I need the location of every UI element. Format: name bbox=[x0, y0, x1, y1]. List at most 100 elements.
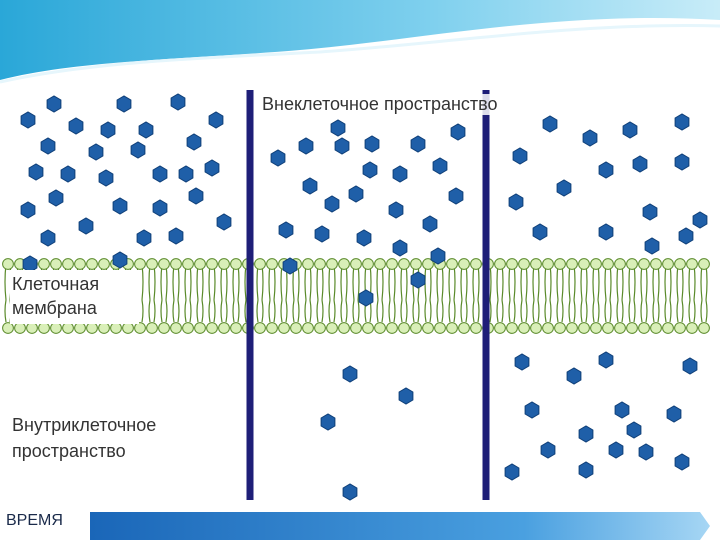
molecule bbox=[532, 223, 548, 241]
lipid bbox=[254, 258, 266, 334]
lipid bbox=[554, 258, 566, 334]
lipid bbox=[62, 258, 74, 334]
intracellular-label: Внутриклеточное пространство bbox=[12, 412, 156, 464]
lipid bbox=[194, 258, 206, 334]
molecule bbox=[358, 289, 374, 307]
lipid bbox=[530, 258, 542, 334]
molecules-layer bbox=[20, 93, 708, 501]
lipid bbox=[410, 258, 422, 334]
molecule bbox=[422, 215, 438, 233]
molecule bbox=[40, 137, 56, 155]
lipid bbox=[170, 258, 182, 334]
molecule bbox=[168, 227, 184, 245]
lipid bbox=[266, 258, 278, 334]
lipid bbox=[386, 258, 398, 334]
molecule bbox=[504, 463, 520, 481]
molecule bbox=[136, 229, 152, 247]
molecule bbox=[632, 155, 648, 173]
lipid bbox=[458, 258, 470, 334]
molecule bbox=[678, 227, 694, 245]
molecule bbox=[186, 133, 202, 151]
lipid bbox=[506, 258, 518, 334]
molecule bbox=[88, 143, 104, 161]
molecule bbox=[692, 211, 708, 229]
molecule bbox=[130, 141, 146, 159]
lipid bbox=[146, 258, 158, 334]
lipid bbox=[590, 258, 602, 334]
molecule bbox=[152, 165, 168, 183]
molecule bbox=[566, 367, 582, 385]
molecule bbox=[68, 117, 84, 135]
molecule bbox=[450, 123, 466, 141]
molecule bbox=[432, 157, 448, 175]
molecule bbox=[638, 443, 654, 461]
lipid bbox=[566, 258, 578, 334]
lipid bbox=[434, 258, 446, 334]
molecule bbox=[278, 221, 294, 239]
molecule bbox=[614, 401, 630, 419]
molecule bbox=[410, 271, 426, 289]
molecule bbox=[20, 111, 36, 129]
molecule bbox=[116, 95, 132, 113]
molecule bbox=[356, 229, 372, 247]
molecule bbox=[208, 111, 224, 129]
molecule bbox=[644, 237, 660, 255]
molecule bbox=[178, 165, 194, 183]
time-label: ВРЕМЯ bbox=[6, 512, 63, 529]
lipid bbox=[206, 258, 218, 334]
lipid bbox=[626, 258, 638, 334]
molecule bbox=[314, 225, 330, 243]
lipid bbox=[650, 258, 662, 334]
molecule bbox=[330, 119, 346, 137]
molecule bbox=[40, 229, 56, 247]
molecule bbox=[598, 161, 614, 179]
molecule bbox=[204, 159, 220, 177]
lipid bbox=[350, 258, 362, 334]
time-arrow bbox=[90, 512, 710, 540]
molecule bbox=[188, 187, 204, 205]
molecule bbox=[674, 153, 690, 171]
molecule bbox=[348, 185, 364, 203]
lipid bbox=[518, 258, 530, 334]
molecule bbox=[298, 137, 314, 155]
lipid bbox=[638, 258, 650, 334]
lipid bbox=[494, 258, 506, 334]
molecule bbox=[320, 413, 336, 431]
molecule bbox=[430, 247, 446, 265]
lipid bbox=[338, 258, 350, 334]
lipid bbox=[686, 258, 698, 334]
molecule bbox=[334, 137, 350, 155]
molecule bbox=[674, 453, 690, 471]
molecule bbox=[270, 149, 286, 167]
molecule bbox=[540, 441, 556, 459]
lipid bbox=[422, 258, 434, 334]
molecule bbox=[282, 257, 298, 275]
molecule bbox=[100, 121, 116, 139]
molecule bbox=[542, 115, 558, 133]
molecule bbox=[582, 129, 598, 147]
lipid bbox=[182, 258, 194, 334]
molecule bbox=[392, 239, 408, 257]
molecule bbox=[508, 193, 524, 211]
molecule bbox=[48, 189, 64, 207]
molecule bbox=[216, 213, 232, 231]
molecule bbox=[598, 223, 614, 241]
lipid bbox=[470, 258, 482, 334]
molecule bbox=[642, 203, 658, 221]
lipid bbox=[578, 258, 590, 334]
molecule bbox=[170, 93, 186, 111]
lipid bbox=[374, 258, 386, 334]
molecule bbox=[556, 179, 572, 197]
membrane-label-line2: мембрана bbox=[12, 298, 97, 318]
lipid bbox=[698, 258, 710, 334]
molecule bbox=[362, 161, 378, 179]
molecule bbox=[28, 163, 44, 181]
extracellular-label: Внеклеточное пространство bbox=[260, 94, 500, 115]
molecule bbox=[342, 365, 358, 383]
lipid bbox=[302, 258, 314, 334]
lipid bbox=[662, 258, 674, 334]
molecule bbox=[392, 165, 408, 183]
lipid bbox=[158, 258, 170, 334]
lipid bbox=[602, 258, 614, 334]
